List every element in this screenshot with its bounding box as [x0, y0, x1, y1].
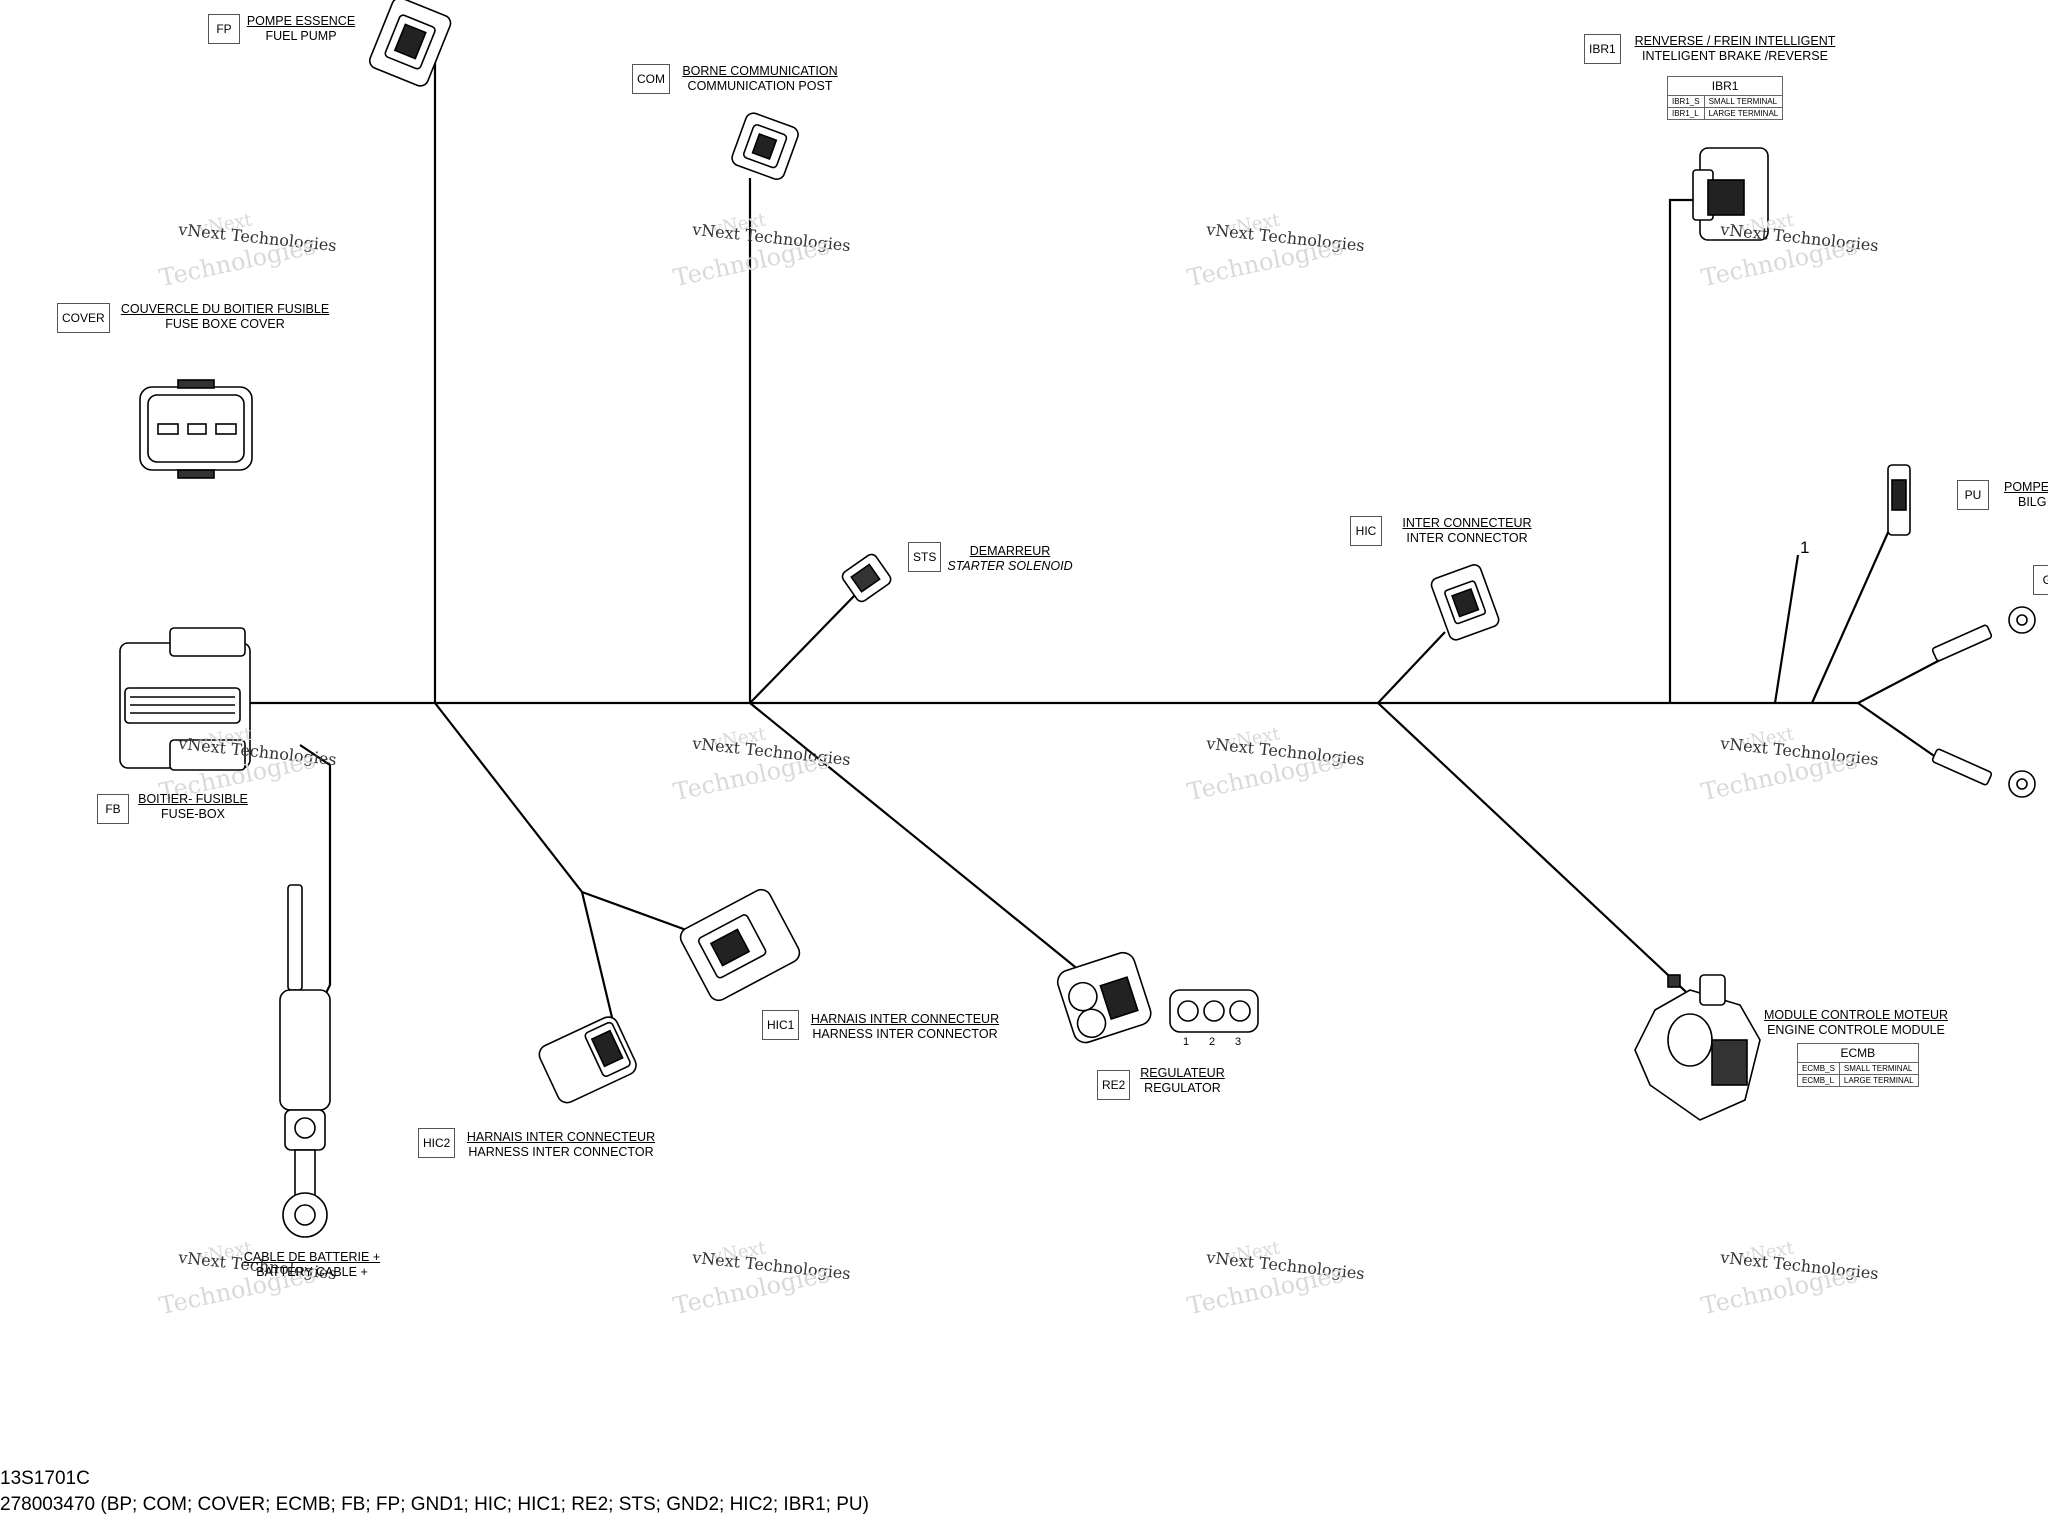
label-fr: BORNE COMMUNICATION [682, 64, 838, 78]
label-fr: CABLE DE BATTERIE + [243, 1250, 381, 1264]
regulator-pin-3: 3 [1235, 1036, 1242, 1048]
label-fr: POMPE ESSENCE [246, 14, 356, 28]
ibr1-connector-drawing [1692, 147, 1769, 241]
label-fr: RENVERSE / FREIN INTELLIGENT [1634, 34, 1836, 48]
code-hic1: HIC1 [762, 1010, 800, 1040]
label-fr: INTER CONNECTEUR [1402, 516, 1532, 530]
label-fr: POMPE [2004, 480, 2048, 494]
label-bilge-pump: POMPE BILG [2004, 480, 2048, 510]
fuel-pump-drawing [368, 0, 452, 87]
wire-ground-2 [1857, 702, 1941, 761]
label-en: COMMUNICATION POST [687, 79, 833, 93]
wire-inter-connector [1377, 631, 1446, 704]
regulator-drawing [1056, 951, 1152, 1044]
ecmb-row-code: ECMB_S [1797, 1062, 1840, 1075]
ibr1-row-code: IBR1_S [1667, 95, 1705, 108]
label-en: INTELIGENT BRAKE /REVERSE [1642, 49, 1828, 63]
code-fp: FP [208, 14, 240, 44]
ibr1-row-desc: LARGE TERMINAL [1703, 107, 1784, 120]
label-en: FUEL PUMP [265, 29, 337, 43]
label-en: HARNESS INTER CONNECTOR [468, 1145, 654, 1159]
label-en: STARTER SOLENOID [947, 559, 1073, 573]
ibr1-table-title: IBR1 [1666, 76, 1784, 96]
wire-ibr1 [1668, 198, 1700, 703]
label-engine-control-module: MODULE CONTROLE MOTEUR ENGINE CONTROLE M… [1756, 1008, 1956, 1038]
ibr1-row-code: IBR1_L [1667, 107, 1705, 120]
ecm-drawing [1634, 974, 1761, 1121]
code-hic2: HIC2 [418, 1128, 456, 1158]
label-inter-connector: INTER CONNECTEUR INTER CONNECTOR [1392, 516, 1542, 546]
inter-connector-drawing [1430, 564, 1500, 641]
regulator-pin-1: 1 [1183, 1036, 1190, 1048]
label-fr: HARNAIS INTER CONNECTEUR [810, 1012, 1000, 1026]
ecmb-row-code: ECMB_L [1797, 1074, 1840, 1087]
label-en: FUSE-BOX [161, 807, 225, 821]
label-en: INTER CONNECTOR [1406, 531, 1528, 545]
code-com: COM [632, 64, 670, 94]
hic2-connector-drawing [538, 1016, 637, 1104]
regulator-pin-2: 2 [1209, 1036, 1216, 1048]
label-fr: REGULATEUR [1140, 1066, 1225, 1080]
label-fuse-box: BOITIER- FUSIBLE FUSE-BOX [128, 792, 258, 822]
fuse-box-drawing [119, 627, 251, 771]
wire-starter [749, 594, 856, 704]
label-battery-cable: CABLE DE BATTERIE + BATTERY CABLE + [232, 1250, 392, 1280]
code-re2: RE2 [1097, 1070, 1131, 1100]
label-en: REGULATOR [1144, 1081, 1221, 1095]
wire-bilge-pump [1810, 509, 1900, 704]
ecmb-row-desc: LARGE TERMINAL [1838, 1074, 1919, 1087]
starter-solenoid-drawing [841, 553, 892, 603]
label-intelligent-brake: RENVERSE / FREIN INTELLIGENT INTELIGENT … [1630, 34, 1840, 64]
code-ground: GI [2033, 565, 2048, 595]
hic1-connector-drawing [679, 888, 801, 1002]
bilge-pump-drawing [1887, 464, 1911, 536]
wire-hic-branch [434, 702, 583, 893]
label-en: FUSE BOXE COVER [165, 317, 285, 331]
communication-post-drawing [731, 112, 799, 180]
label-en: BATTERY CABLE + [256, 1265, 368, 1279]
drawing-number: 13S1701C [0, 1468, 90, 1489]
label-fr: HARNAIS INTER CONNECTEUR [466, 1130, 656, 1144]
label-fr: MODULE CONTROLE MOTEUR [1763, 1008, 1949, 1022]
code-sts: STS [908, 542, 942, 572]
wire-ecm [1377, 702, 1701, 1006]
label-en: HARNESS INTER CONNECTOR [812, 1027, 998, 1041]
ibr1-row-desc: SMALL TERMINAL [1703, 95, 1784, 108]
wire-hic2 [580, 891, 617, 1031]
callout-number: 1 [1800, 538, 1810, 557]
label-fuse-cover: COUVERCLE DU BOITIER FUSIBLE FUSE BOXE C… [115, 302, 335, 332]
label-starter-solenoid: DEMARREUR STARTER SOLENOID [945, 544, 1075, 574]
ground-terminals-drawing [1931, 606, 2036, 798]
code-ibr1: IBR1 [1584, 34, 1621, 64]
label-harness-inter-connector-2: HARNAIS INTER CONNECTEUR HARNESS INTER C… [466, 1130, 656, 1160]
label-fuel-pump: POMPE ESSENCE FUEL PUMP [236, 14, 366, 44]
code-hic: HIC [1350, 516, 1382, 546]
label-en: BILG [2018, 495, 2047, 509]
wire-regulator [749, 702, 1086, 976]
label-en: ENGINE CONTROLE MODULE [1767, 1023, 1945, 1037]
callout-leader [1773, 554, 1800, 704]
code-fb: FB [97, 794, 129, 824]
code-pu: PU [1957, 480, 1989, 510]
label-fr: COUVERCLE DU BOITIER FUSIBLE [120, 302, 330, 316]
ecmb-row-desc: SMALL TERMINAL [1838, 1062, 1919, 1075]
regulator-pinout-drawing [1169, 989, 1259, 1033]
label-harness-inter-connector-1: HARNAIS INTER CONNECTEUR HARNESS INTER C… [810, 1012, 1000, 1042]
wire-hic1 [581, 890, 701, 937]
part-number-list: 278003470 (BP; COM; COVER; ECMB; FB; FP;… [0, 1494, 869, 1515]
ecmb-table-title: ECMB [1797, 1043, 1919, 1063]
battery-cable-drawing [279, 884, 331, 1238]
code-cover: COVER [57, 303, 110, 333]
fuse-cover-drawing [139, 379, 253, 479]
wire-battery [299, 744, 332, 1006]
label-fr: BOITIER- FUSIBLE [138, 792, 248, 806]
label-regulator: REGULATEUR REGULATOR [1140, 1066, 1225, 1096]
wire-ground-1 [1857, 659, 1941, 704]
label-communication: BORNE COMMUNICATION COMMUNICATION POST [670, 64, 850, 94]
label-fr: DEMARREUR [969, 544, 1051, 558]
